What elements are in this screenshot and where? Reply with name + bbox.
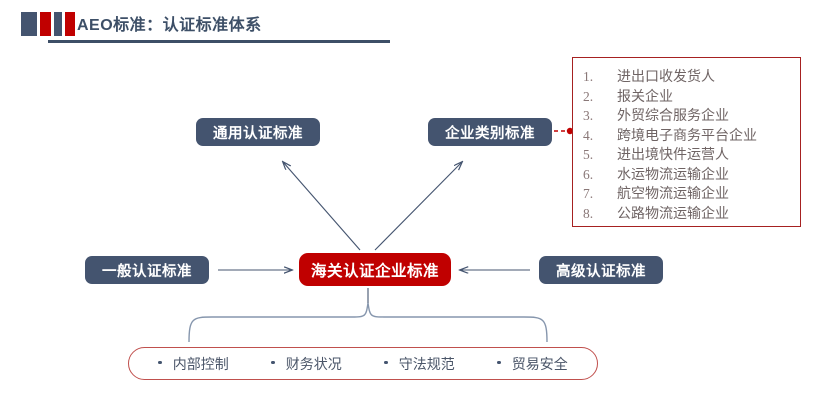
list-item: 2. 报关企业 xyxy=(583,86,794,106)
box-general-certification-standard[interactable]: 通用认证标准 xyxy=(196,118,320,146)
criterion-label: 守法规范 xyxy=(398,355,455,372)
navy-bar-wide-icon xyxy=(21,12,37,36)
criterion-item: 贸易安全 xyxy=(497,354,568,374)
list-item: 3. 外贸综合服务企业 xyxy=(583,105,794,125)
list-item-label: 水运物流运输企业 xyxy=(617,165,729,182)
enterprise-category-list-panel: 1. 进出口收发货人 2. 报关企业 3. 外贸综合服务企业 4. 跨境电子商务… xyxy=(572,57,801,227)
list-item-label: 进出口收发货人 xyxy=(617,68,715,84)
list-item-number: 8. xyxy=(583,205,594,221)
list-item-label: 进出境快件运营人 xyxy=(617,146,729,162)
navy-bar-narrow-icon xyxy=(54,12,62,36)
red-bar-narrow-icon xyxy=(65,12,75,36)
list-item-number: 5. xyxy=(583,147,594,162)
certification-criteria-box: 内部控制 财务状况 守法规范 贸易安全 xyxy=(128,347,598,380)
criterion-item: 内部控制 xyxy=(158,354,229,374)
arrow-to-enterprise-category xyxy=(374,162,462,251)
list-item-label: 外贸综合服务企业 xyxy=(617,107,729,123)
list-item: 6. 水运物流运输企业 xyxy=(583,164,794,184)
list-item-label: 航空物流运输企业 xyxy=(617,185,729,201)
box-customs-certified-enterprise-standard[interactable]: 海关认证企业标准 xyxy=(299,253,451,286)
list-item-number: 7. xyxy=(583,186,594,201)
list-item-label: 报关企业 xyxy=(617,87,673,104)
bullet-dot-icon xyxy=(384,360,388,365)
criterion-label: 财务状况 xyxy=(285,355,342,372)
list-item-label: 跨境电子商务平台企业 xyxy=(617,126,757,143)
header-divider xyxy=(48,40,390,43)
list-item: 4. 跨境电子商务平台企业 xyxy=(583,125,794,145)
header-accent-bars xyxy=(21,12,75,36)
list-item-number: 1. xyxy=(583,69,594,84)
red-bar-wide-icon xyxy=(40,12,51,36)
criterion-label: 内部控制 xyxy=(172,355,229,372)
criterion-item: 财务状况 xyxy=(271,354,342,374)
bullet-dot-icon xyxy=(271,360,275,365)
box-enterprise-category-standard[interactable]: 企业类别标准 xyxy=(428,118,552,146)
list-item-number: 4. xyxy=(583,127,594,143)
list-item: 5. 进出境快件运营人 xyxy=(583,144,794,164)
list-item-label: 公路物流运输企业 xyxy=(617,204,729,221)
bullet-dot-icon xyxy=(497,360,501,365)
list-item-number: 6. xyxy=(583,166,594,182)
list-item-number: 2. xyxy=(583,88,594,104)
criterion-item: 守法规范 xyxy=(384,354,455,374)
list-item: 8. 公路物流运输企业 xyxy=(583,203,794,223)
criterion-label: 贸易安全 xyxy=(511,355,568,372)
box-basic-certification-standard[interactable]: 一般认证标准 xyxy=(85,256,209,284)
list-item: 1. 进出口收发货人 xyxy=(583,66,794,86)
list-item-number: 3. xyxy=(583,108,594,123)
arrow-to-general-cert xyxy=(283,162,361,251)
box-advanced-certification-standard[interactable]: 高级认证标准 xyxy=(539,256,663,284)
grouping-brace xyxy=(188,302,548,343)
list-item: 7. 航空物流运输企业 xyxy=(583,183,794,203)
bullet-dot-icon xyxy=(158,360,162,365)
page-title: AEO标准：认证标准体系 xyxy=(77,17,262,34)
